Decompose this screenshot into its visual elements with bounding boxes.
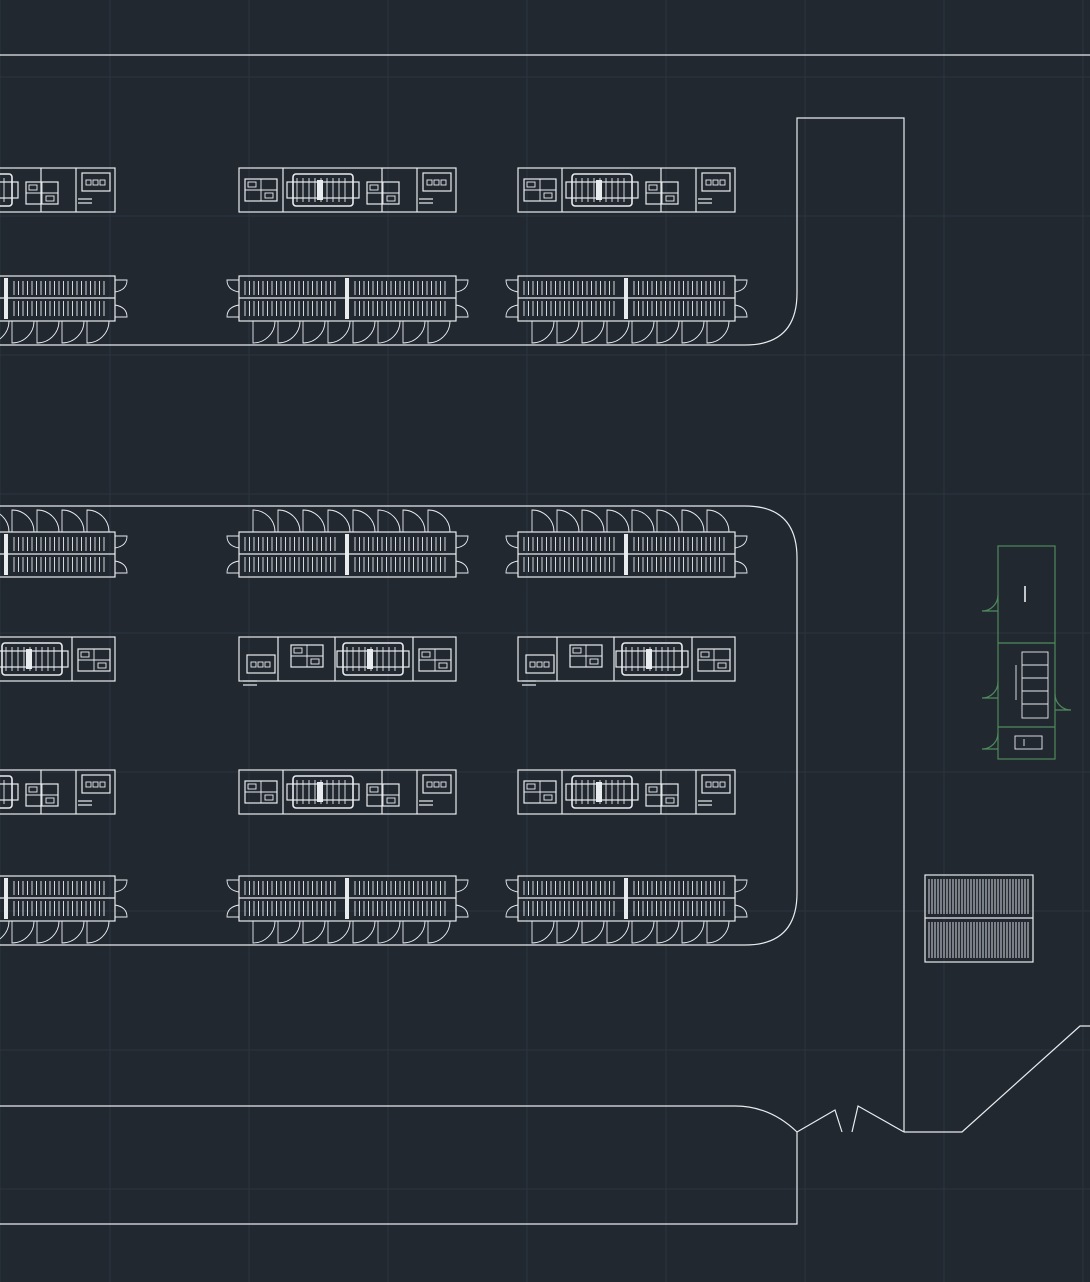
equipment-row-unit: [0, 636, 116, 682]
middle-road-loop: [0, 505, 798, 946]
rack-block-icon: [924, 874, 1034, 963]
rack-row-unit: [505, 875, 748, 944]
rack-row-unit: [0, 875, 128, 944]
equipment-row-unit: [517, 769, 736, 815]
upper-road-loop: [0, 117, 905, 1132]
rack-row-unit: [505, 509, 748, 578]
equipment-row-unit: [0, 167, 116, 213]
rack-row-unit: [226, 509, 469, 578]
rack-row-unit: [505, 275, 748, 344]
rack-row-unit: [226, 275, 469, 344]
equipment-row-unit: [517, 167, 736, 213]
gate: [796, 1105, 905, 1133]
equipment-row-unit: [238, 167, 457, 213]
rack-row-unit: [0, 275, 128, 344]
equipment-row-unit: [238, 636, 457, 686]
site-outline: [0, 54, 1090, 1225]
equipment-row-unit: [238, 769, 457, 815]
unit-blocks: [0, 167, 748, 944]
rack-row-unit: [226, 875, 469, 944]
green-building-icon: [981, 545, 1072, 760]
lower-road: [0, 1105, 798, 1225]
rack-row-unit: [0, 509, 128, 578]
equipment-row-unit: [517, 636, 736, 686]
right-road: [904, 1025, 1090, 1133]
equipment-row-unit: [0, 769, 116, 815]
